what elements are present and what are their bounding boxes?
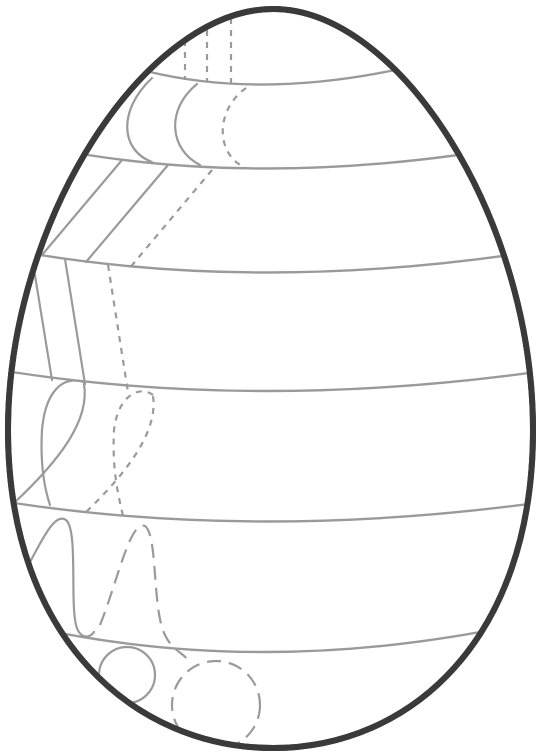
egg-coloring-page [0, 0, 539, 754]
